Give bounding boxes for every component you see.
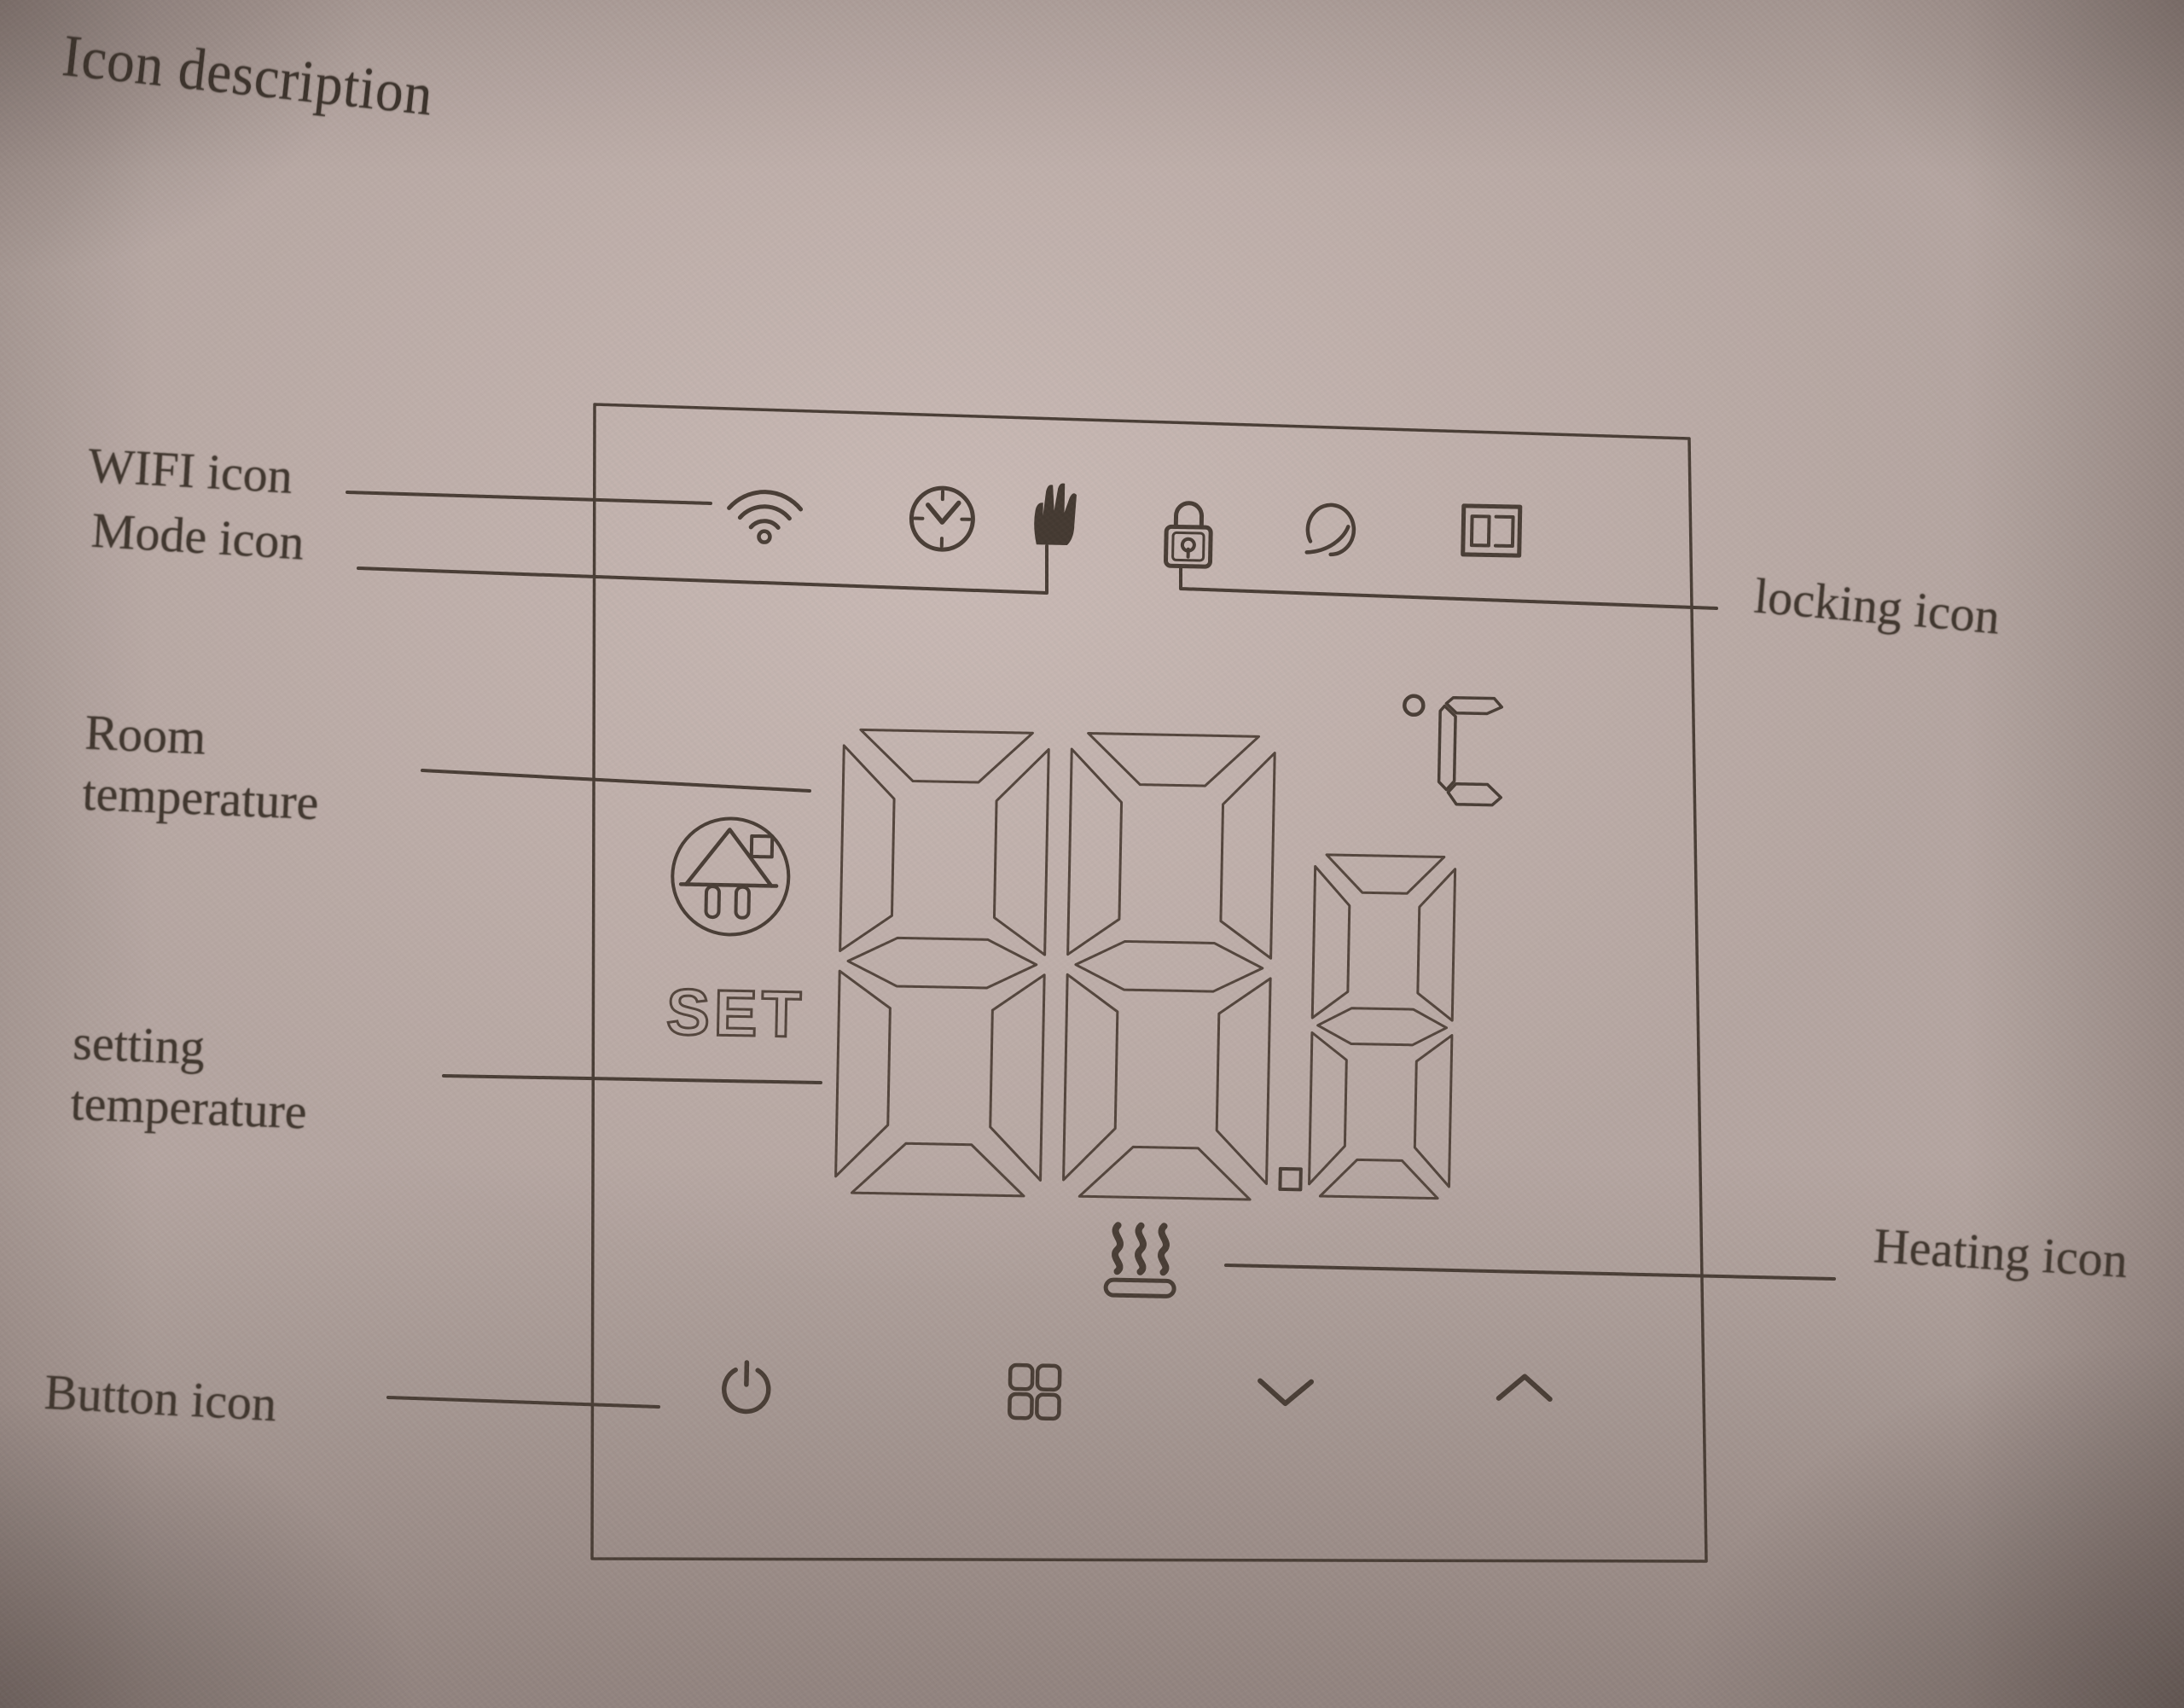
leader-setting xyxy=(442,1074,822,1084)
leader-heating xyxy=(1224,1264,1836,1281)
leader-mode xyxy=(357,544,1048,595)
celsius-unit-icon xyxy=(1403,694,1504,807)
set-indicator: SET xyxy=(665,976,805,1051)
home-icon xyxy=(671,816,791,937)
leader-button xyxy=(386,1396,660,1409)
arrow-down-icon xyxy=(1258,1378,1315,1407)
temperature-digits xyxy=(835,729,1457,1205)
arrow-up-icon xyxy=(1496,1374,1553,1403)
lock-icon xyxy=(1164,501,1213,569)
open-window-icon xyxy=(1461,503,1523,558)
leader-room xyxy=(421,769,811,793)
clock-icon xyxy=(909,485,975,552)
leader-locking xyxy=(1179,565,1718,610)
heating-icon xyxy=(1103,1222,1176,1298)
eco-leaf-icon xyxy=(1304,503,1356,557)
decimal-point xyxy=(1278,1166,1303,1192)
hand-mode-icon xyxy=(1034,483,1077,545)
wifi-icon xyxy=(727,490,804,544)
leader-wifi xyxy=(346,491,712,505)
display-outline xyxy=(590,403,1708,1563)
menu-icon xyxy=(1008,1362,1062,1421)
leader-lines xyxy=(346,491,1836,1409)
power-icon xyxy=(722,1360,771,1415)
